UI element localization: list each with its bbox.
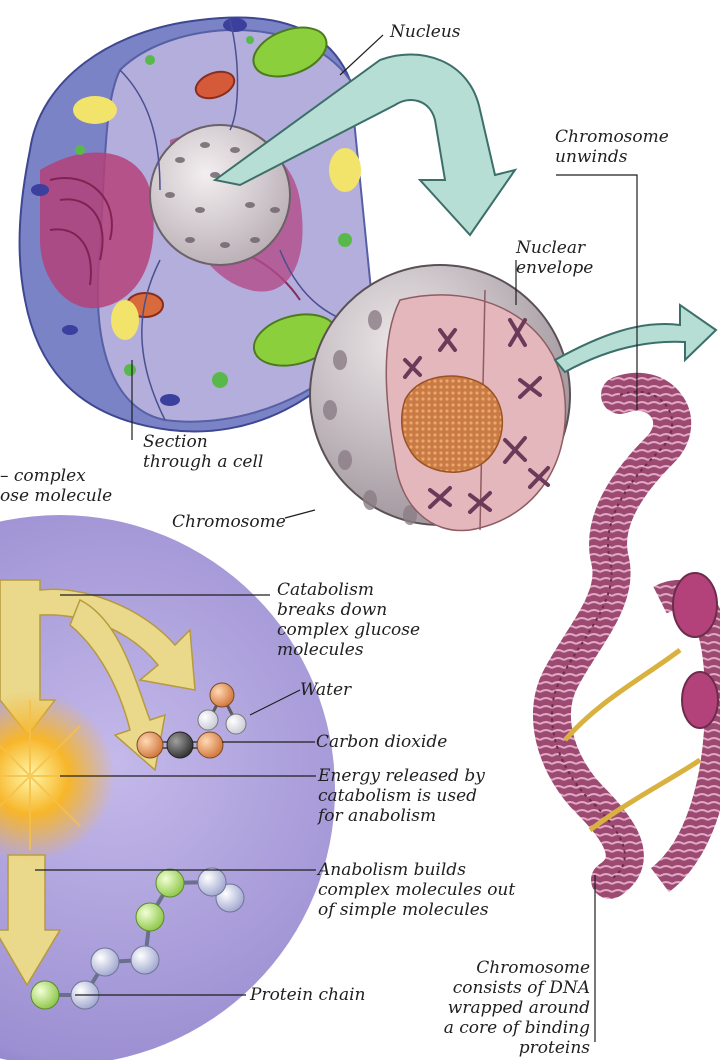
label-chromosome-unwinds: Chromosome unwinds <box>555 127 669 167</box>
label-line: Chromosome <box>555 127 669 147</box>
label-line: for anabolism <box>318 806 436 826</box>
label-chromosome-dna: Chromosome consists of DNA wrapped aroun… <box>444 958 590 1058</box>
label-line: – complex <box>0 466 86 486</box>
label-nuclear-envelope: Nuclear envelope <box>516 238 593 278</box>
label-line: Chromosome <box>476 958 590 978</box>
label-line: envelope <box>516 258 593 278</box>
label-line: breaks down <box>277 600 387 620</box>
label-line: through a cell <box>143 452 263 472</box>
nucleolus <box>402 376 503 472</box>
label-chromosome: Chromosome <box>172 512 286 532</box>
label-line: wrapped around <box>448 998 590 1018</box>
label-line: complex glucose <box>277 620 420 640</box>
label-energy: Energy released by catabolism is used fo… <box>318 766 485 826</box>
lysosome <box>329 148 361 192</box>
label-water: Water <box>300 680 351 700</box>
label-nucleus: Nucleus <box>390 22 461 42</box>
label-protein-chain: Protein chain <box>250 985 365 1005</box>
label-line: molecules <box>277 640 364 660</box>
label-carbon-dioxide: Carbon dioxide <box>316 732 447 752</box>
carbon-dioxide-molecule <box>137 732 223 758</box>
lysosome <box>111 300 139 340</box>
label-line: consists of DNA <box>453 978 590 998</box>
label-line: of simple molecules <box>318 900 489 920</box>
label-line: Energy released by <box>318 766 485 786</box>
label-line: Anabolism builds <box>318 860 466 880</box>
lysosome <box>73 96 117 124</box>
label-line: unwinds <box>555 147 627 167</box>
label-line: Section <box>143 432 208 452</box>
chromosome-coil <box>552 392 720 880</box>
nucleus-cutaway <box>310 265 570 531</box>
label-anabolism: Anabolism builds complex molecules out o… <box>318 860 515 920</box>
label-complex-glucose-partial: – complex ose molecule <box>0 466 112 506</box>
label-line: complex molecules out <box>318 880 515 900</box>
label-line: catabolism is used <box>318 786 477 806</box>
label-line: a core of binding <box>444 1018 590 1038</box>
unwind-arrow <box>555 305 716 372</box>
label-line: Nuclear <box>516 238 585 258</box>
label-section-through-cell: Section through a cell <box>143 432 263 472</box>
label-catabolism: Catabolism breaks down complex glucose m… <box>277 580 420 660</box>
endoplasmic-reticulum <box>40 153 154 309</box>
label-line: Catabolism <box>277 580 374 600</box>
label-line: ose molecule <box>0 486 112 506</box>
label-line: proteins <box>519 1038 590 1058</box>
